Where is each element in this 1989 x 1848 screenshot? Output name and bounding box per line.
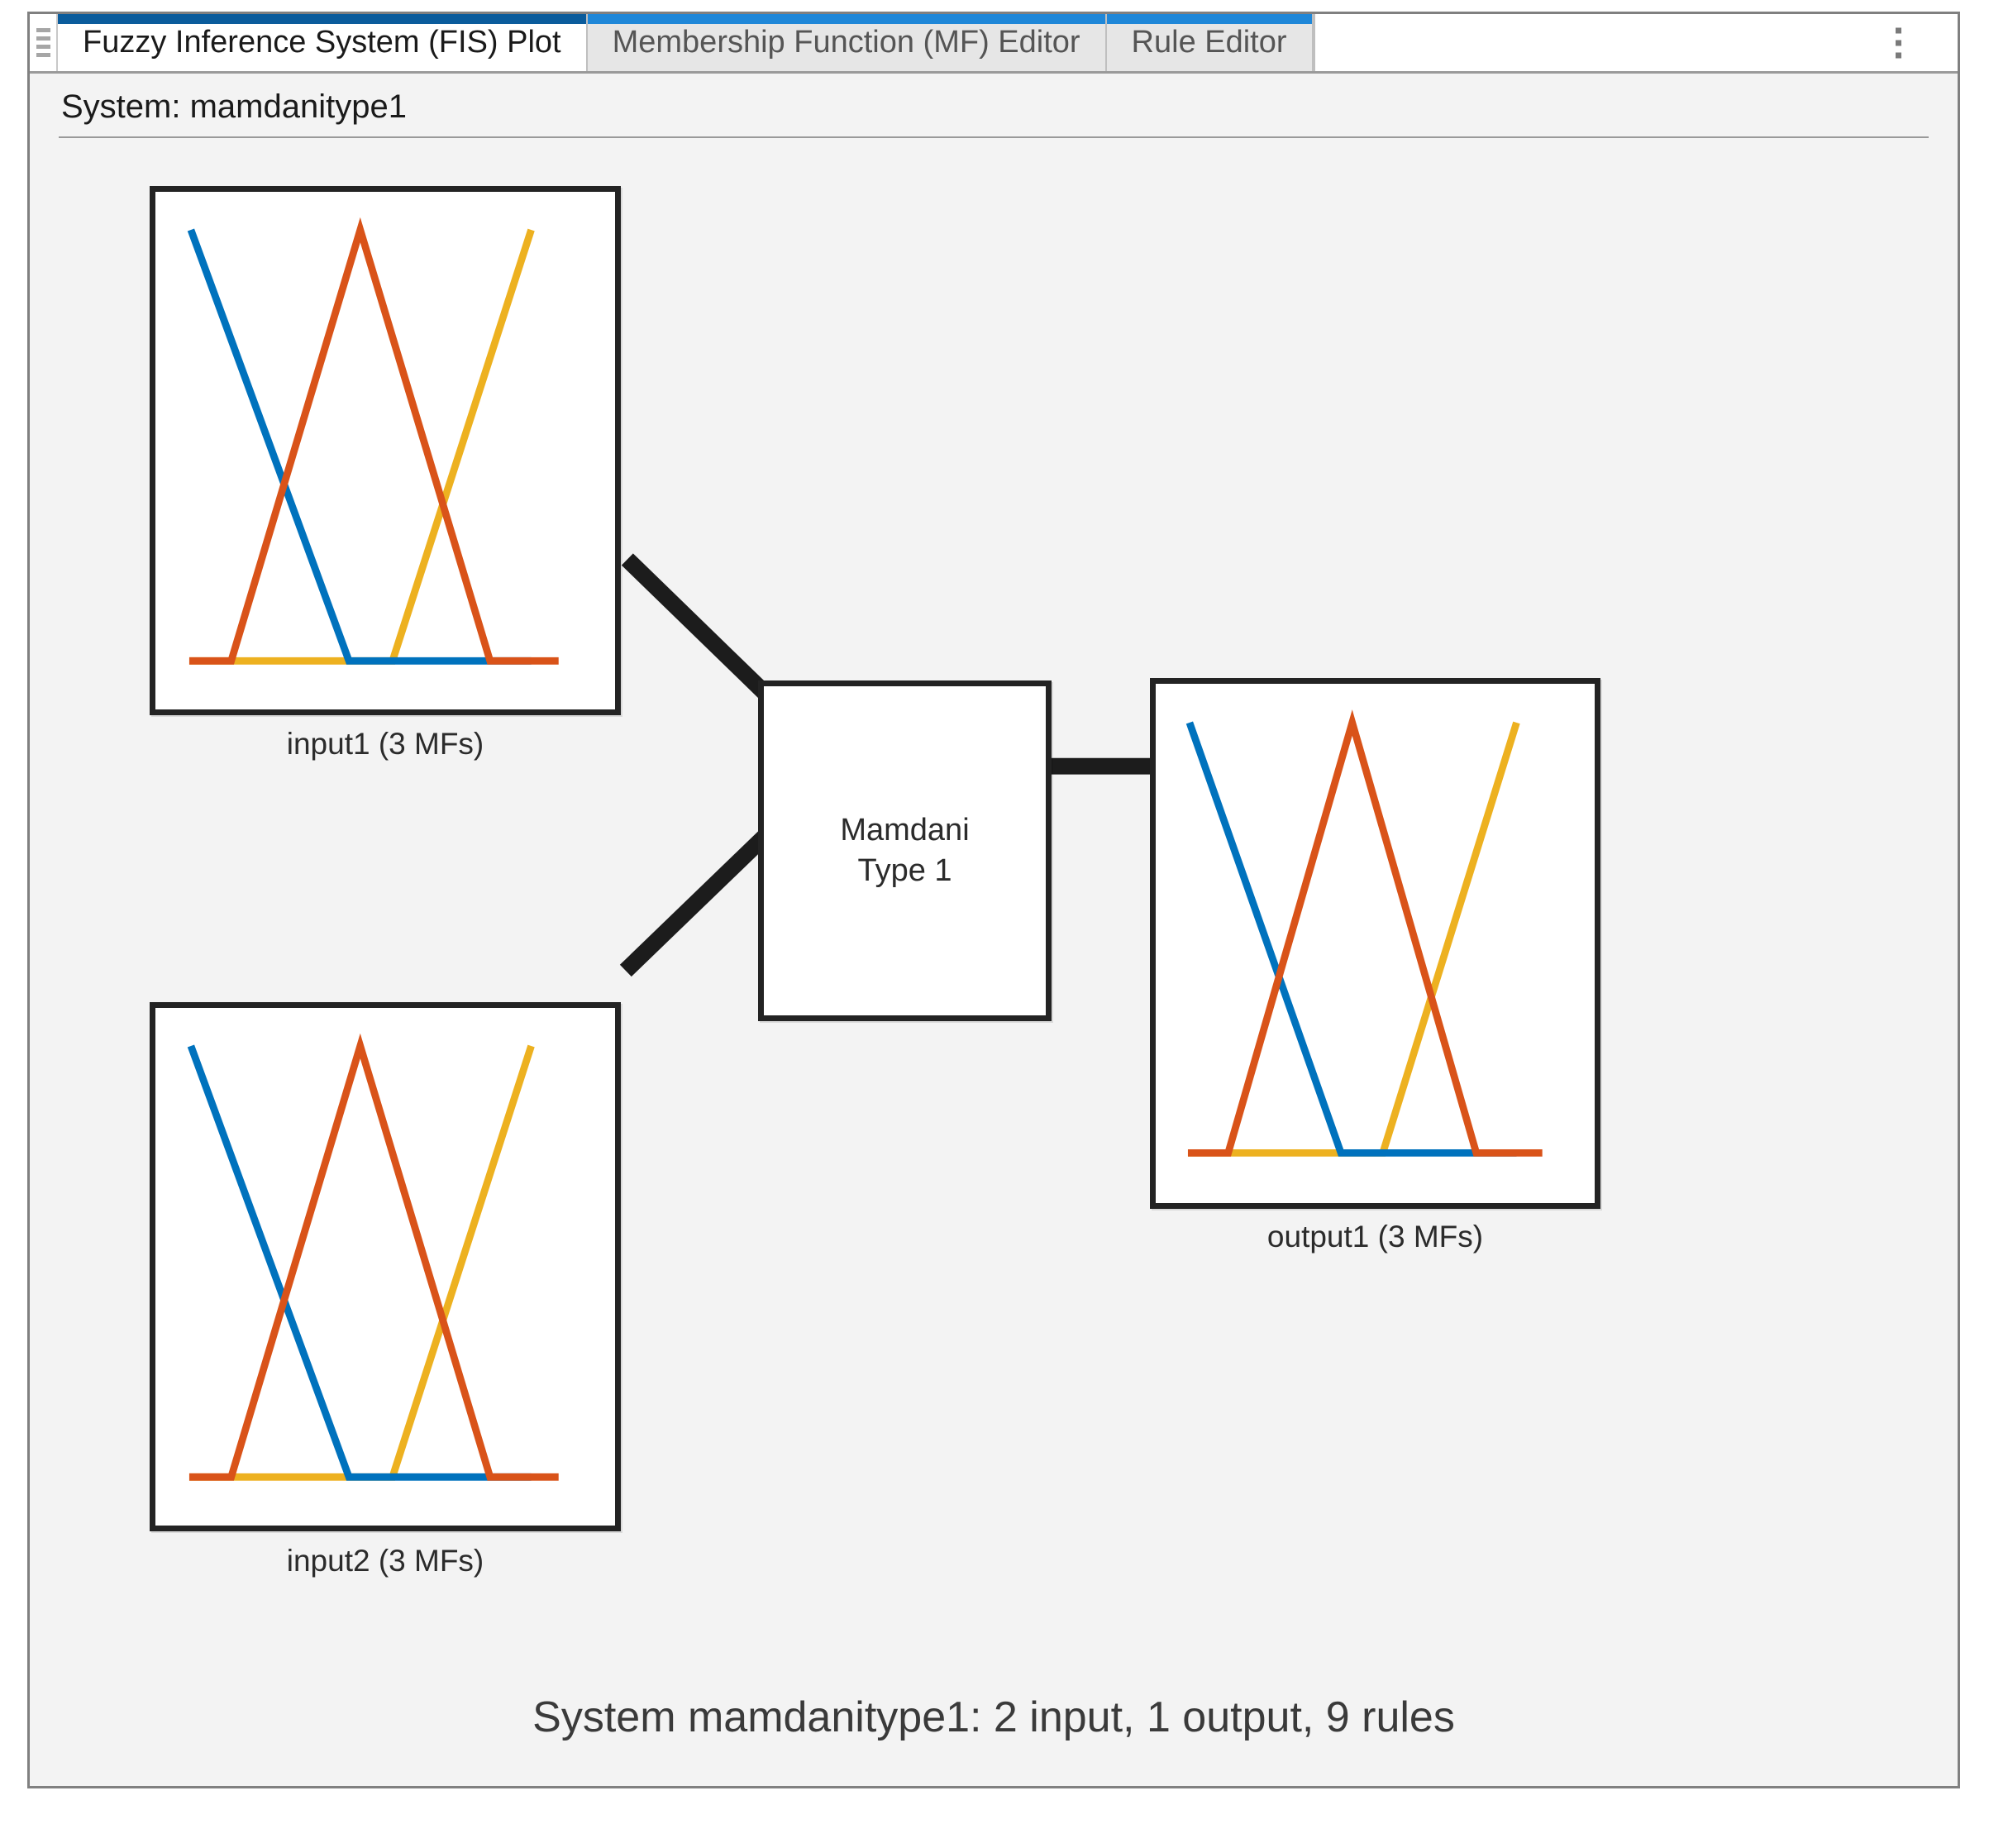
tab-bar-filler bbox=[1313, 14, 1958, 71]
tab-bar: Fuzzy Inference System (FIS) Plot Member… bbox=[30, 14, 1958, 74]
mf-curve-mf2 bbox=[188, 1033, 559, 1481]
mf-plot-input1[interactable] bbox=[150, 186, 621, 715]
fis-editor-window: Fuzzy Inference System (FIS) Plot Member… bbox=[27, 12, 1960, 1788]
tab-fis-plot[interactable]: Fuzzy Inference System (FIS) Plot bbox=[58, 14, 588, 71]
mf-curves-input2 bbox=[187, 1033, 559, 1481]
mf-plot-input2-caption: input2 (3 MFs) bbox=[286, 1544, 484, 1578]
drag-handle-bar bbox=[36, 53, 50, 57]
fis-diagram-canvas: input1 (3 MFs) input2 (3 MFs) Mamdani Ty… bbox=[30, 138, 1958, 1786]
tab-mf-editor[interactable]: Membership Function (MF) Editor bbox=[587, 14, 1107, 71]
inference-engine-block[interactable]: Mamdani Type 1 bbox=[758, 680, 1052, 1021]
drag-handle-bar bbox=[36, 28, 50, 32]
mf-curve-mf1 bbox=[187, 1044, 532, 1481]
mf-curves-output1 bbox=[1185, 709, 1543, 1157]
mf-curve-mf2 bbox=[188, 217, 559, 665]
kebab-dot bbox=[1896, 27, 1901, 33]
mf-plot-input2[interactable] bbox=[150, 1002, 621, 1531]
mf-curve-mf2 bbox=[1187, 709, 1543, 1157]
mf-plot-output1[interactable] bbox=[1150, 678, 1600, 1209]
mf-curve-mf3 bbox=[188, 1044, 535, 1481]
kebab-menu-icon[interactable] bbox=[1896, 27, 1901, 58]
system-summary-caption: System mamdanitype1: 2 input, 1 output, … bbox=[532, 1693, 1455, 1741]
drag-handle-bar bbox=[36, 45, 50, 49]
mf-curve-mf1 bbox=[187, 228, 532, 665]
connector-input2-to-engine bbox=[619, 828, 773, 977]
mf-curve-mf1 bbox=[1185, 721, 1517, 1157]
engine-type-line-2: Type 1 bbox=[857, 853, 952, 888]
tab-rule-editor[interactable]: Rule Editor bbox=[1106, 14, 1314, 71]
kebab-dot bbox=[1896, 52, 1901, 58]
tab-label: Membership Function (MF) Editor bbox=[612, 25, 1080, 60]
connector-input1-to-engine bbox=[621, 553, 773, 701]
drag-handle-icon[interactable] bbox=[30, 14, 58, 71]
kebab-dot bbox=[1896, 40, 1901, 45]
header-divider bbox=[59, 136, 1929, 139]
tab-label: Rule Editor bbox=[1131, 25, 1287, 60]
system-header: System: mamdanitype1 bbox=[30, 74, 1958, 139]
mf-curve-mf3 bbox=[1187, 721, 1520, 1157]
drag-handle-bar bbox=[36, 36, 50, 41]
mf-plot-input1-caption: input1 (3 MFs) bbox=[286, 727, 484, 761]
engine-type-line-1: Mamdani bbox=[840, 813, 970, 848]
system-name-label: System: mamdanitype1 bbox=[61, 88, 407, 125]
mf-curve-mf3 bbox=[188, 228, 535, 665]
mf-plot-output1-caption: output1 (3 MFs) bbox=[1266, 1220, 1484, 1253]
mf-curves-input1 bbox=[187, 217, 559, 665]
tab-label: Fuzzy Inference System (FIS) Plot bbox=[83, 25, 561, 60]
